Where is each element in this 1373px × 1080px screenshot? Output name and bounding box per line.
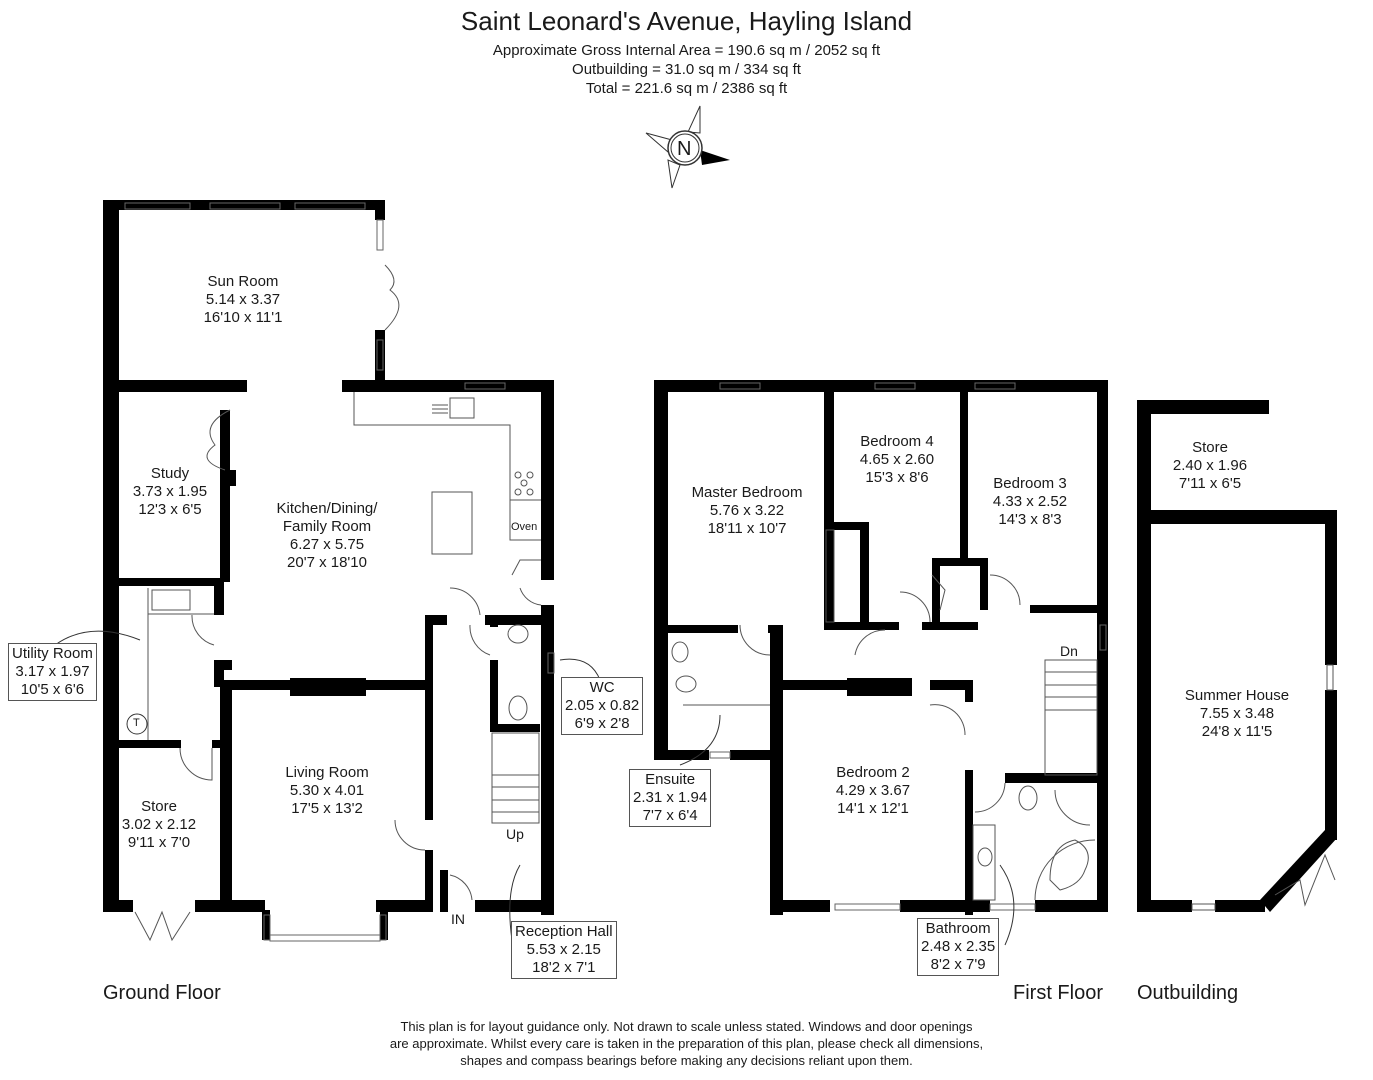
room-bedroom-3: Bedroom 3 4.33 x 2.52 14'3 x 8'3 [992, 475, 1068, 528]
floor-label-outbuilding: Outbuilding [1137, 982, 1239, 1004]
compass-north-label: N [677, 138, 692, 160]
room-study: Study 3.73 x 1.95 12'3 x 6'5 [132, 465, 208, 518]
room-utility-label: Utility Room 3.17 x 1.97 10'5 x 6'6 [8, 643, 97, 701]
room-store-outbuilding: Store 2.40 x 1.96 7'11 x 6'5 [1172, 439, 1248, 492]
room-living: Living Room 5.30 x 4.01 17'5 x 13'2 [285, 764, 369, 817]
gross-internal-area: Approximate Gross Internal Area = 190.6 … [492, 42, 881, 59]
north-compass-icon [645, 105, 730, 189]
room-master-bedroom: Master Bedroom 5.76 x 3.22 18'11 x 10'7 [691, 484, 803, 537]
leader-lines [54, 630, 1015, 946]
first-floor-windows [709, 382, 1107, 911]
outbuilding-area: Outbuilding = 31.0 sq m / 334 sq ft [572, 61, 801, 78]
room-sun-room: Sun Room 5.14 x 3.37 16'10 x 11'1 [203, 273, 283, 326]
room-ensuite-label: Ensuite 2.31 x 1.94 7'7 x 6'4 [629, 769, 712, 827]
outbuilding-fixtures [1191, 664, 1336, 911]
room-summer-house: Summer House 7.55 x 3.48 24'8 x 11'5 [1184, 687, 1290, 740]
boiler-icon: T [133, 717, 140, 729]
ground-floor-fixtures [126, 264, 542, 942]
ground-floor-windows [124, 202, 555, 942]
outbuilding-walls [1137, 400, 1337, 912]
room-bathroom-label: Bathroom 2.48 x 2.35 8'2 x 7'9 [917, 918, 1000, 976]
stairs-up-label: Up [506, 826, 524, 842]
first-floor-fixtures [671, 529, 1098, 901]
ground-floor-walls [103, 200, 554, 940]
disclaimer: This plan is for layout guidance only. N… [389, 1019, 984, 1068]
room-bedroom-4: Bedroom 4 4.65 x 2.60 15'3 x 8'6 [859, 433, 935, 486]
room-reception-hall-label: Reception Hall 5.53 x 2.15 18'2 x 7'1 [511, 921, 617, 979]
room-wc-label: WC 2.05 x 0.82 6'9 x 2'8 [561, 677, 644, 735]
plan-title: Saint Leonard's Avenue, Hayling Island [460, 6, 913, 36]
floor-label-ground: Ground Floor [103, 982, 221, 1004]
entrance-label: IN [451, 911, 465, 927]
room-kitchen-dining-family: Kitchen/Dining/ Family Room 6.27 x 5.75 … [276, 500, 378, 571]
room-store-ground: Store 3.02 x 2.12 9'11 x 7'0 [121, 798, 197, 851]
stairs-down-label: Dn [1060, 643, 1078, 659]
floor-label-first: First Floor [1013, 982, 1103, 1004]
oven-label: Oven [511, 521, 538, 533]
total-area: Total = 221.6 sq m / 2386 sq ft [585, 80, 788, 97]
room-bedroom-2: Bedroom 2 4.29 x 3.67 14'1 x 12'1 [835, 764, 911, 817]
